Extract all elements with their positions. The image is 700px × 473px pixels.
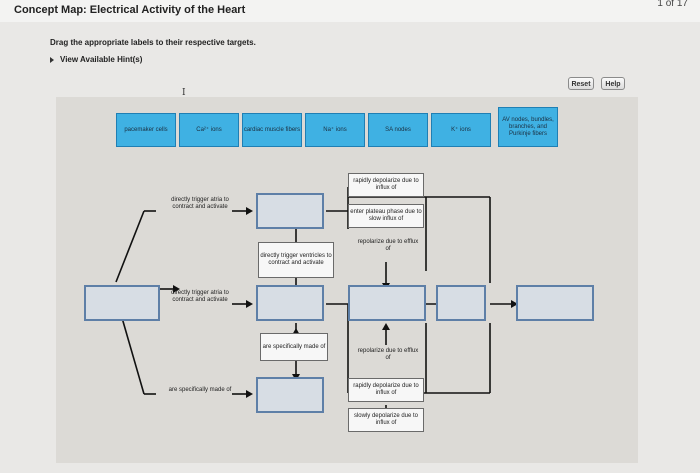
drag-label-calcium-ions[interactable]: Ca²⁺ ions (179, 113, 239, 147)
drop-target-mid-center[interactable] (256, 285, 324, 321)
drag-label-pacemaker-cells[interactable]: pacemaker cells (116, 113, 176, 147)
text-repolarize-top: repolarize due to efflux of (357, 239, 419, 252)
drag-label-sa-nodes[interactable]: SA nodes (368, 113, 428, 147)
text-directly-trigger-ventricles: directly trigger ventricles to contract … (258, 242, 334, 278)
text-rapidly-depolarize-bottom: rapidly depolarize due to influx of (348, 378, 424, 402)
header-bar: Concept Map: Electrical Activity of the … (0, 0, 700, 22)
drop-target-right-3[interactable] (516, 285, 594, 321)
instruction-text: Drag the appropriate labels to their res… (50, 38, 256, 47)
caret-right-icon (50, 56, 54, 63)
help-button[interactable]: Help (601, 77, 625, 90)
view-hints-label: View Available Hint(s) (60, 55, 143, 64)
concept-map-panel: pacemaker cells Ca²⁺ ions cardiac muscle… (56, 97, 638, 463)
drag-label-cardiac-muscle-fibers[interactable]: cardiac muscle fibers (242, 113, 302, 147)
text-specifically-made-of-left: are specifically made of (168, 387, 232, 393)
drop-target-left[interactable] (84, 285, 160, 321)
page-title: Concept Map: Electrical Activity of the … (14, 4, 246, 16)
text-directly-trigger-atria-1: directly trigger atria to contract and a… (171, 197, 229, 210)
text-directly-trigger-atria-2: directly trigger atria to contract and a… (171, 290, 229, 303)
text-cursor-icon: I (182, 88, 186, 98)
drop-target-right-2[interactable] (436, 285, 486, 321)
view-hints-link[interactable]: View Available Hint(s) (50, 55, 142, 64)
reset-button[interactable]: Reset (568, 77, 594, 90)
text-specifically-made-of-mid: are specifically made of (260, 333, 328, 361)
drag-label-sodium-ions[interactable]: Na⁺ ions (305, 113, 365, 147)
drag-label-potassium-ions[interactable]: K⁺ ions (431, 113, 491, 147)
text-enter-plateau-phase: enter plateau phase due to slow influx o… (348, 204, 424, 228)
text-slowly-depolarize: slowly depolarize due to influx of (348, 408, 424, 432)
page-indicator: 1 of 17 (657, 0, 688, 9)
drop-target-mid-top[interactable] (256, 193, 324, 229)
text-rapidly-depolarize-top: rapidly depolarize due to influx of (348, 173, 424, 197)
drag-label-av-nodes-purkinje[interactable]: AV nodes, bundles, branches, and Purkinj… (498, 107, 558, 147)
drop-target-right-1[interactable] (348, 285, 426, 321)
text-repolarize-bottom: repolarize due to efflux of (357, 348, 419, 361)
drop-target-mid-bottom[interactable] (256, 377, 324, 413)
connector-lines (115, 187, 566, 412)
